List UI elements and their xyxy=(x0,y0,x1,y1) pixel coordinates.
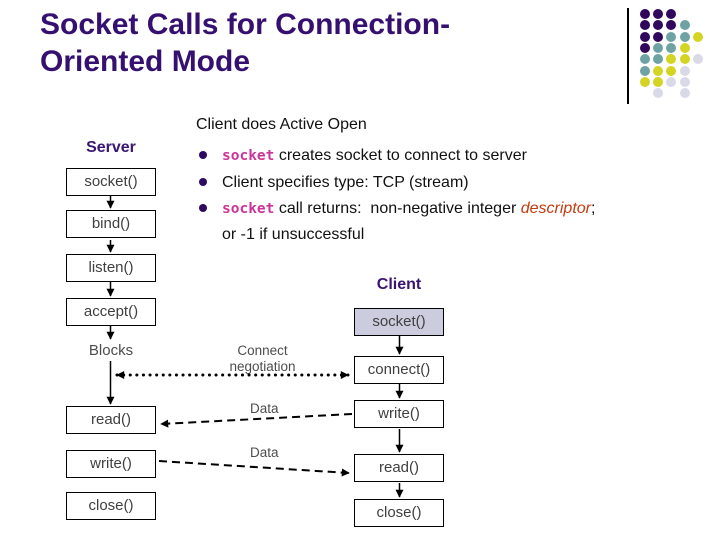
connect-negotiation-label: Connect negotiation xyxy=(205,343,320,375)
bullet-1-text: creates socket to connect to server xyxy=(274,147,527,164)
client-box-socket: socket() xyxy=(354,308,444,336)
data-label-bottom: Data xyxy=(250,445,279,460)
client-box-connect: connect() xyxy=(354,356,444,384)
decoration-dot xyxy=(653,31,664,42)
server-box-read: read() xyxy=(66,406,156,434)
body-text: Client does Active Open socket creates s… xyxy=(196,112,711,247)
bullet-icon xyxy=(199,151,207,159)
decoration-dot xyxy=(666,42,677,53)
decoration-dot xyxy=(640,31,650,42)
server-box-write: write() xyxy=(66,450,156,478)
blocks-note: Blocks xyxy=(88,342,134,359)
bullet-3-text: call returns: non-negative integer xyxy=(274,200,521,217)
decoration-dot xyxy=(653,76,664,87)
data-label-top: Data xyxy=(250,401,279,416)
decoration-dot xyxy=(640,20,650,31)
decoration-dot xyxy=(666,65,677,76)
decoration-dot xyxy=(679,54,690,65)
bullet-icon xyxy=(199,178,207,186)
decoration-dot xyxy=(666,76,677,87)
slide-title-line1: Socket Calls for Connection- xyxy=(40,8,451,41)
decoration-dot xyxy=(653,65,664,76)
server-label: Server xyxy=(86,139,136,156)
server-box-accept: accept() xyxy=(66,298,156,326)
decoration-dot xyxy=(640,54,650,65)
decoration-dot xyxy=(692,31,703,42)
code-socket: socket xyxy=(222,148,275,164)
decoration-dot xyxy=(666,31,677,42)
server-box-listen: listen() xyxy=(66,254,156,282)
bullet-3-continuation: or -1 if unsuccessful xyxy=(222,226,365,243)
decoration-dot xyxy=(653,54,664,65)
slide-title: Socket Calls for Connection- Oriented Mo… xyxy=(40,6,610,80)
server-box-close: close() xyxy=(66,492,156,520)
decoration-dot xyxy=(640,65,650,76)
decoration-dot xyxy=(640,42,650,53)
client-label: Client xyxy=(376,276,422,293)
decoration-dot xyxy=(666,54,677,65)
content-heading: Client does Active Open xyxy=(196,116,367,133)
bullet-item-2: Client specifies type: TCP (stream) xyxy=(196,170,711,195)
bullet-item-3: socket call returns: non-negative intege… xyxy=(196,196,711,247)
decoration-dot xyxy=(666,9,677,19)
connect-label-line1: Connect xyxy=(237,343,288,358)
decoration-dot xyxy=(679,76,690,87)
decoration-dot xyxy=(679,20,690,31)
decoration-dot xyxy=(679,88,690,99)
decoration-dot xyxy=(653,42,664,53)
decoration-dot xyxy=(653,88,664,99)
decoration-dot xyxy=(692,54,703,65)
bullet-item-1: socket creates socket to connect to serv… xyxy=(196,143,711,169)
decoration-dot xyxy=(640,9,650,19)
bullet-icon xyxy=(199,204,207,212)
server-box-socket: socket() xyxy=(66,168,156,196)
bullet-3-semicolon: ; xyxy=(591,200,596,217)
decoration-dot xyxy=(666,20,677,31)
dots-decoration xyxy=(640,9,715,104)
decoration-dot xyxy=(679,31,690,42)
divider-line xyxy=(627,8,629,104)
connect-label-line2: negotiation xyxy=(229,359,296,374)
emphasis-descriptor: descriptor xyxy=(520,200,591,217)
decoration-dot xyxy=(640,76,650,87)
code-socket: socket xyxy=(222,201,275,217)
decoration-dot xyxy=(679,65,690,76)
server-box-bind: bind() xyxy=(66,210,156,238)
decoration-dot xyxy=(653,9,664,19)
slide-title-line2: Oriented Mode xyxy=(40,45,251,78)
client-box-write: write() xyxy=(354,400,444,428)
client-box-close: close() xyxy=(354,499,444,527)
bullet-2-text: Client specifies type: TCP (stream) xyxy=(222,174,469,191)
decoration-dot xyxy=(679,42,690,53)
client-box-read: read() xyxy=(354,454,444,482)
decoration-dot xyxy=(653,20,664,31)
